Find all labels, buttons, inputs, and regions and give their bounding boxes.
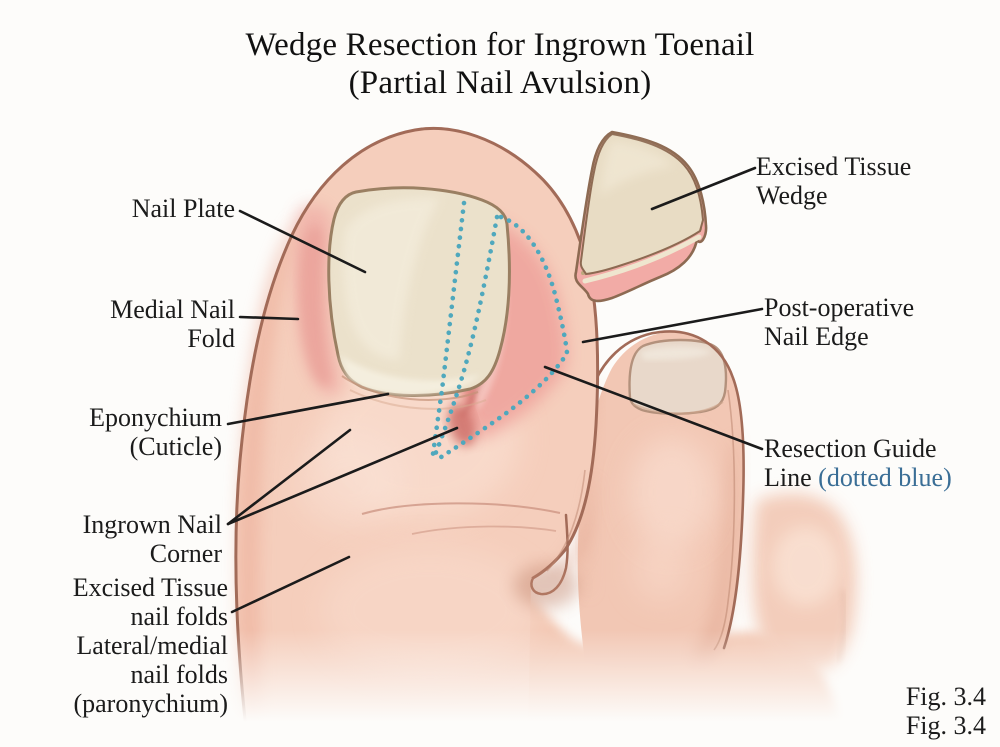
second-toe bbox=[564, 330, 745, 670]
title-line-1: Wedge Resection for Ingrown Toenail bbox=[245, 27, 755, 63]
excised-tissue-wedge-piece bbox=[574, 130, 708, 303]
label-nail-plate: Nail Plate bbox=[131, 194, 235, 223]
resection-label-black: Line bbox=[764, 463, 812, 492]
label-post-operative-nail-edge: Post-operative Nail Edge bbox=[764, 293, 915, 351]
diagram-title: Wedge Resection for Ingrown Toenail (Par… bbox=[0, 26, 1000, 102]
skin-creases bbox=[361, 502, 561, 535]
leader-eponychium bbox=[226, 392, 390, 426]
leader-excised-wedge bbox=[650, 166, 757, 211]
leader-excised-folds bbox=[230, 555, 351, 614]
label-excised-tissue-folds: Excised Tissue nail folds Lateral/medial… bbox=[72, 573, 228, 718]
resection-guide-dotted-lines bbox=[429, 200, 570, 464]
label-medial-nail-fold: Medial Nail Fold bbox=[110, 295, 235, 353]
guide-line-outer bbox=[432, 214, 570, 464]
guide-line-nail-edge bbox=[430, 214, 500, 463]
label-excised-tissue-wedge: Excised Tissue Wedge bbox=[756, 152, 912, 210]
nail-plate-region bbox=[327, 186, 511, 398]
figure-reference: Fig. 3.4 Fig. 3.4 bbox=[906, 682, 986, 740]
figure-ref-line-1: Fig. 3.4 bbox=[905, 682, 986, 711]
label-ingrown-nail-corner: Ingrown Nail Corner bbox=[82, 510, 222, 568]
bottom-fade bbox=[0, 600, 1000, 747]
leader-ingrown-corner-a bbox=[226, 428, 352, 526]
leader-lines bbox=[226, 166, 764, 614]
leader-medial-nail-fold bbox=[238, 315, 300, 321]
leader-resection-guide bbox=[543, 365, 764, 451]
resection-label-blue-note: (dotted blue) bbox=[818, 463, 952, 492]
leader-post-operative bbox=[581, 307, 764, 344]
leader-nail-plate bbox=[238, 209, 367, 274]
leader-ingrown-corner-b bbox=[226, 426, 459, 526]
eponychium-region bbox=[341, 375, 487, 410]
label-resection-guide-line: Resection Guide Line (dotted blue) bbox=[764, 434, 952, 492]
guide-line-medial bbox=[429, 200, 467, 464]
label-eponychium: Eponychium (Cuticle) bbox=[89, 403, 222, 461]
title-line-2: (Partial Nail Avulsion) bbox=[348, 65, 652, 101]
figure-ref-line-2: Fig. 3.4 bbox=[905, 711, 986, 740]
